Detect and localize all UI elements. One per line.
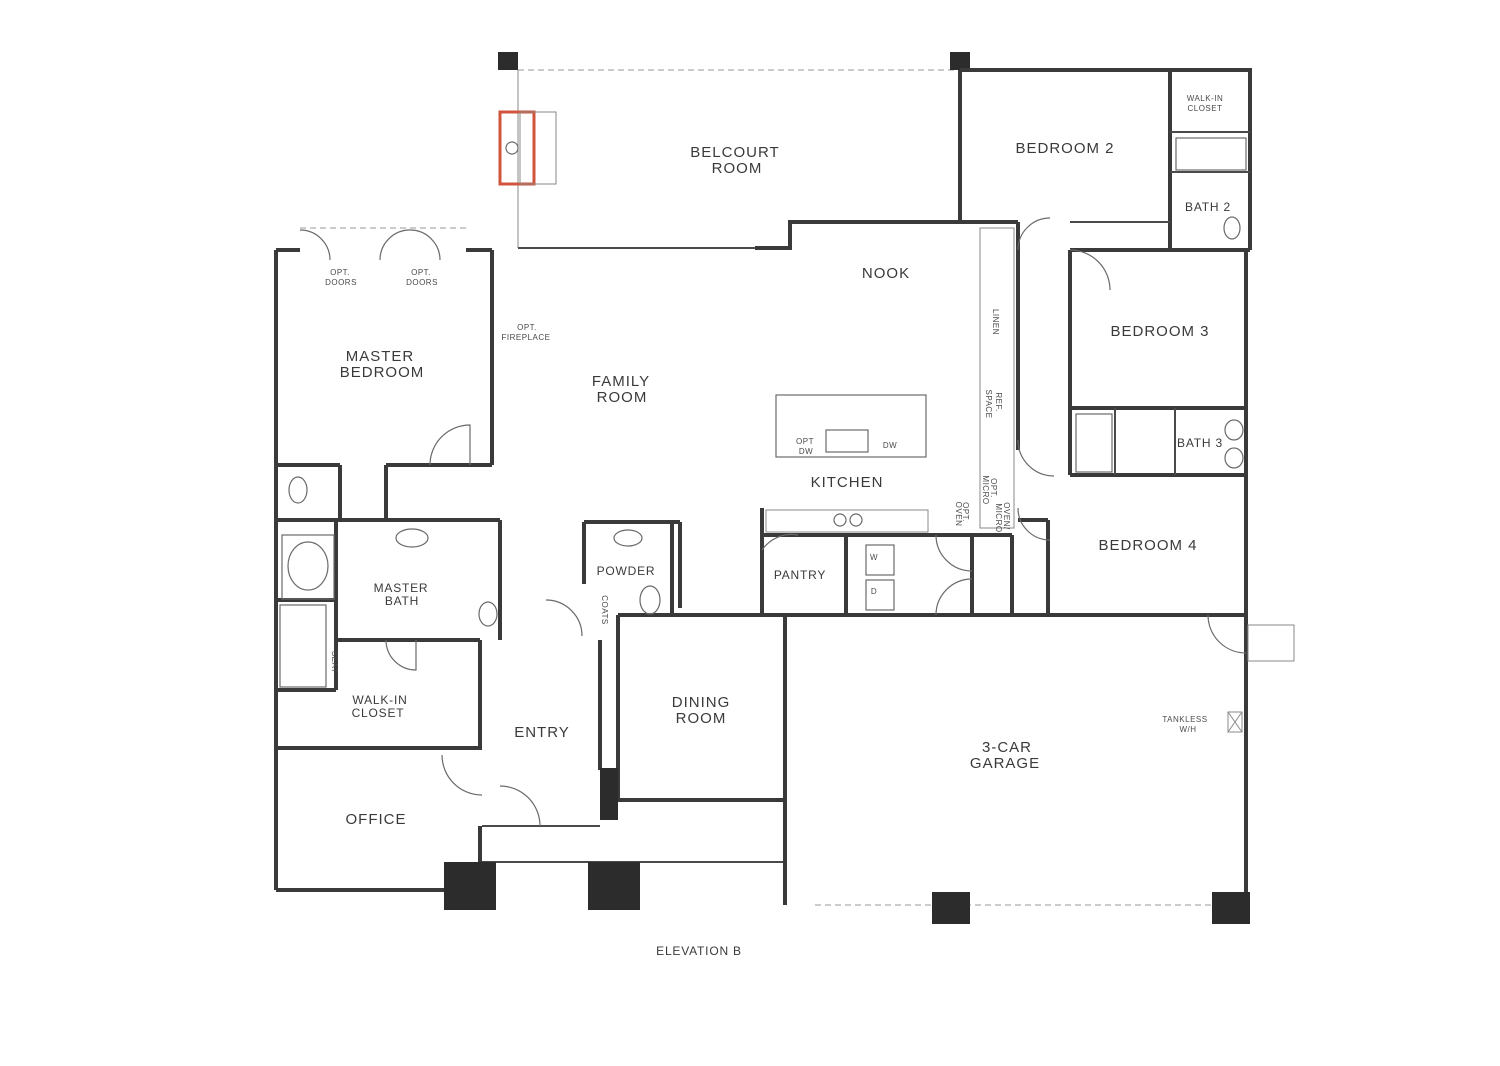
family-room-label-1: FAMILY (592, 373, 650, 390)
opt-fireplace-label-2: FIREPLACE (502, 333, 551, 342)
walls (274, 68, 1252, 906)
dining-room-label-1: DINING (672, 694, 731, 711)
tankless-label-1: TANKLESS (1162, 715, 1207, 724)
seat-label: SEAT (330, 651, 339, 673)
garage-label-2: GARAGE (970, 755, 1040, 772)
opt-fireplace-label-1: OPT. (517, 323, 537, 332)
walkin-closet-2-label-2: CLOSET (1187, 104, 1222, 113)
master-bedroom-label-1: MASTER (346, 348, 415, 365)
bath3-label: BATH 3 (1177, 436, 1223, 450)
dw-label: DW (883, 441, 897, 450)
bedroom3-label: BEDROOM 3 (1110, 323, 1209, 340)
tankless-label-2: W/H (1179, 725, 1196, 734)
walkin-closet-master-label-1: WALK-IN (352, 693, 407, 707)
fireplace-icon (498, 110, 536, 186)
ref-space-label-1: REF. (994, 392, 1003, 411)
opt-oven-label-2: OVEN (954, 502, 963, 527)
powder-label: POWDER (597, 564, 656, 578)
opt-doors-b-label-1: OPT. (411, 268, 431, 277)
family-room-label-2: ROOM (597, 389, 648, 406)
master-bath-label-1: MASTER (374, 581, 429, 595)
bedroom2-label: BEDROOM 2 (1015, 140, 1114, 157)
pantry-label: PANTRY (774, 568, 826, 582)
belcourt-label-2: ROOM (712, 160, 763, 177)
washer-label: W (870, 553, 878, 562)
room-labels: BEDROOM 2 WALK-IN CLOSET BATH 2 NOOK LIN… (325, 94, 1231, 958)
belcourt-room: BELCOURT ROOM (498, 52, 970, 249)
opt-dw-label-1: OPT (796, 437, 814, 446)
kitchen-label: KITCHEN (811, 474, 884, 491)
bath-fixtures (279, 137, 1247, 688)
opt-micro-label-2: MICRO (981, 475, 990, 504)
master-bedroom-label-2: BEDROOM (340, 364, 425, 381)
nook-label: NOOK (862, 265, 910, 282)
entry-label: ENTRY (514, 724, 570, 741)
walkin-closet-master-label-2: CLOSET (352, 706, 405, 720)
kitchen-fixtures (765, 227, 1015, 533)
garage-label-1: 3-CAR (982, 739, 1032, 756)
linen-label: LINEN (991, 309, 1000, 335)
oven-micro-label-1: OVEN/ (1002, 502, 1011, 530)
opt-doors-a-label-2: DOORS (325, 278, 357, 287)
coats-label: COATS (600, 595, 609, 624)
opt-dw-label-2: DW (799, 447, 813, 456)
oven-micro-label-2: MICRO (994, 503, 1003, 532)
belcourt-label-1: BELCOURT (690, 144, 779, 161)
opt-doors-a-label-1: OPT. (330, 268, 350, 277)
office-label: OFFICE (346, 811, 407, 828)
opt-doors-b-label-2: DOORS (406, 278, 438, 287)
elevation-label: ELEVATION B (656, 944, 742, 958)
ref-space-label-2: SPACE (984, 389, 993, 418)
walkin-closet-2-label-1: WALK-IN (1187, 94, 1224, 103)
door-swings (299, 217, 1295, 827)
opt-micro-label-1: OPT. (989, 478, 998, 498)
bath2-label: BATH 2 (1185, 200, 1231, 214)
structural-posts (444, 768, 1250, 924)
opt-oven-label-1: OPT. (961, 502, 970, 522)
dining-room-label-2: ROOM (676, 710, 727, 727)
dryer-label: D (871, 587, 877, 596)
bedroom4-label: BEDROOM 4 (1098, 537, 1197, 554)
master-bath-label-2: BATH (385, 594, 419, 608)
